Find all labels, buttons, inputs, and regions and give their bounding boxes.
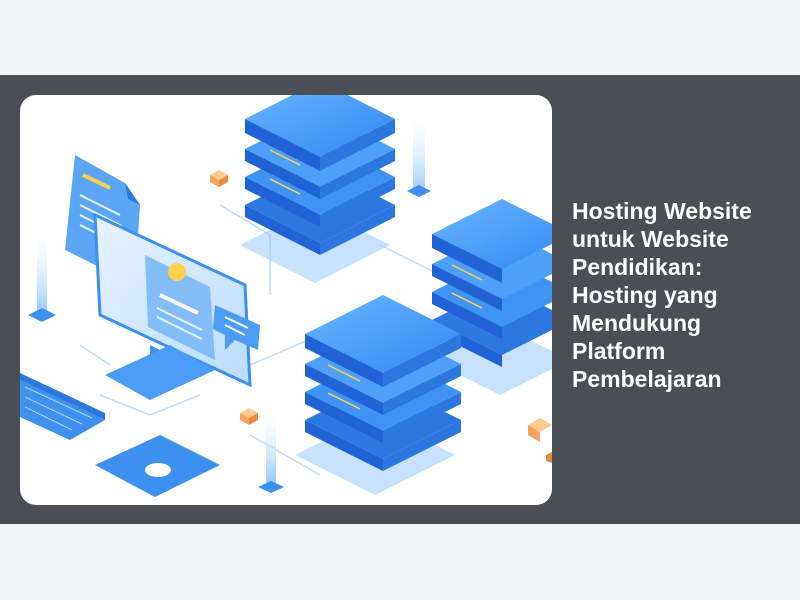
keyboard-illustration (20, 373, 105, 440)
featured-image-card[interactable] (20, 95, 552, 505)
server-stack-center (295, 295, 461, 495)
light-pillars (28, 110, 431, 493)
orange-cubes (210, 170, 552, 463)
article-title[interactable]: Hosting Website untuk Website Pendidikan… (572, 198, 752, 392)
server-stack-top (240, 95, 395, 283)
server-hosting-illustration (20, 95, 552, 497)
mousepad-illustration (95, 435, 220, 497)
monitor-illustration (93, 212, 260, 400)
